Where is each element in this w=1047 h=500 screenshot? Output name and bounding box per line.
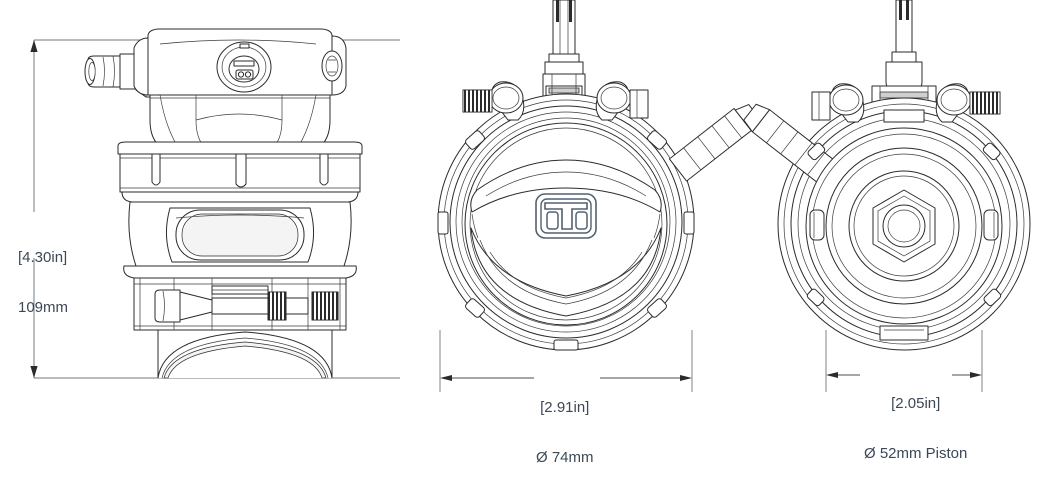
piston-diameter-metric: Ø 52mm Piston bbox=[864, 444, 968, 462]
front-plan-geometry bbox=[437, 0, 760, 392]
piston-diameter-dimension-label: [2.05in] Ø 52mm Piston bbox=[864, 362, 967, 496]
piston-diameter-imperial: [2.05in] bbox=[891, 394, 941, 412]
body-diameter-dimension-label: [2.91in] Ø 74mm bbox=[536, 366, 594, 500]
height-dimension-metric: 109mm bbox=[18, 298, 69, 316]
turbosmart-logo-mark bbox=[535, 193, 597, 239]
drawing-sheet: .ln{fill:none;stroke:#2b2b2b;stroke-widt… bbox=[18, 0, 1031, 466]
body-diameter-metric: Ø 74mm bbox=[536, 448, 594, 466]
height-dimension-label: [4.30in] 109mm bbox=[18, 216, 68, 350]
body-diameter-imperial: [2.91in] bbox=[540, 398, 590, 416]
drawing-linework: .ln{fill:none;stroke:#2b2b2b;stroke-widt… bbox=[30, 0, 1031, 392]
side-elevation-geometry bbox=[84, 28, 363, 379]
rear-plan-geometry bbox=[743, 0, 1031, 392]
height-dimension-imperial: [4.30in] bbox=[18, 248, 68, 266]
